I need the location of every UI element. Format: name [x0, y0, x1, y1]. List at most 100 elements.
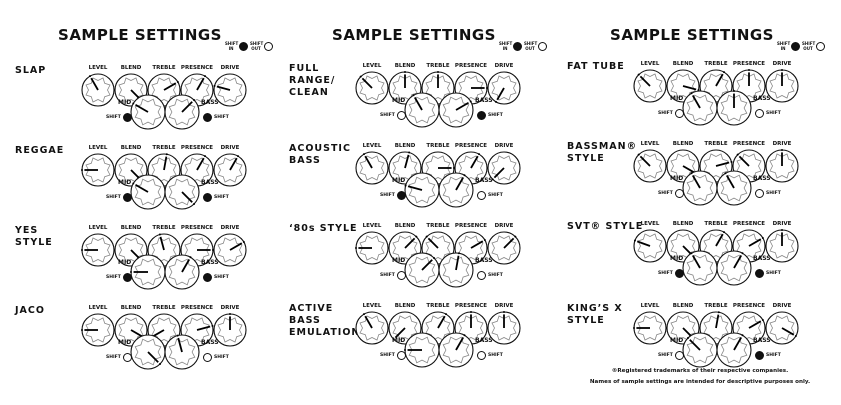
knob-position-dot [425, 235, 428, 238]
bass-knob [164, 174, 200, 210]
knob-position-dot [690, 252, 693, 255]
knob-pointer [455, 101, 469, 111]
mid-label: MID [392, 337, 406, 344]
trademark-note: ®Registered trademarks of their respecti… [611, 368, 789, 374]
knob-pointer [470, 155, 479, 169]
mid-shift-indicator: SHIFT [658, 351, 684, 360]
shift-out-dot [264, 41, 273, 51]
knob-pointer [725, 175, 735, 189]
knob-panel [81, 313, 247, 370]
shift-label: SHIFT [488, 193, 503, 198]
knob-pointer [147, 351, 159, 363]
knob-pointer [639, 155, 651, 167]
mid-label: MID [118, 99, 132, 106]
shift-label: SHIFT [214, 195, 229, 200]
knob-label: LEVEL [640, 141, 660, 147]
knob-pointer [682, 165, 696, 174]
mid-shift-dot [396, 351, 406, 360]
knob-label: PRESENCE [454, 223, 488, 229]
mid-label: MID [670, 255, 684, 262]
knob-position-dot [723, 71, 725, 74]
knob-pointer [181, 101, 193, 113]
knob-panel [355, 71, 521, 128]
knob-panel [633, 311, 799, 368]
knob-position-dot [213, 84, 216, 87]
knob-label: TREBLE [704, 61, 728, 67]
knob-grip [686, 336, 714, 364]
knob-pointer [181, 259, 191, 273]
shift-in-dot [791, 41, 800, 51]
knob-grip [425, 155, 451, 181]
mid-shift-dot [674, 109, 684, 118]
knob-label: DRIVE [772, 141, 792, 147]
level-knob [355, 151, 389, 185]
level-knob [355, 71, 389, 105]
knob-grip [392, 75, 418, 101]
knob-pointer [493, 167, 505, 179]
knob-position-dot [193, 98, 196, 101]
knob-pointer [715, 233, 724, 247]
knob-position-dot [637, 153, 640, 156]
knob-position-dot [690, 172, 693, 175]
knob-grip [637, 233, 663, 259]
knob-position-dot [483, 239, 486, 241]
knob-pointer [748, 320, 762, 329]
level-knob [633, 229, 667, 263]
mid-shift-indicator: SHIFT [658, 109, 684, 118]
knob-pointer [496, 87, 505, 101]
bass-knob [438, 92, 474, 128]
mid-shift-indicator: SHIFT [106, 113, 132, 122]
knob-label: BLEND [672, 221, 694, 227]
knob-grip [670, 73, 696, 99]
shift-label: SHIFT [658, 111, 673, 116]
mid-label: MID [392, 257, 406, 264]
knob-pointer [781, 327, 795, 336]
knob-label: TREBLE [426, 303, 450, 309]
knob-position-dot [445, 313, 447, 316]
mid-shift-dot [674, 189, 684, 198]
knob-position-dot [363, 153, 365, 156]
knob-pointer [229, 157, 238, 171]
knob-grip [686, 94, 714, 122]
bass-shift-dot [477, 191, 486, 200]
knob-label: PRESENCE [732, 303, 766, 309]
knob-panel [355, 311, 521, 368]
knob-grip [168, 178, 196, 206]
bass-shift-dot [203, 113, 212, 122]
knob-position-dot [363, 313, 365, 316]
mid-knob [130, 94, 166, 130]
shift-label: SHIFT [658, 191, 673, 196]
knob-position-dot [781, 149, 783, 151]
knob-position-dot [463, 334, 466, 337]
knob-grip [458, 155, 484, 181]
bass-shift-dot [477, 351, 486, 360]
knob-label: BLEND [120, 145, 142, 151]
knob-pointer [691, 175, 701, 189]
knob-pointer [229, 242, 243, 251]
knob-position-dot [478, 153, 480, 156]
mid-knob [682, 170, 718, 206]
knob-pointer [636, 240, 651, 247]
knob-label: DRIVE [220, 145, 240, 151]
knob-position-dot [633, 239, 636, 242]
mid-knob [404, 332, 440, 368]
shift-label: SHIFT [380, 273, 395, 278]
shift-label: SHIFT [380, 193, 395, 198]
knob-grip [442, 336, 470, 364]
preset-name: BASSMAN® STYLE [567, 141, 638, 164]
shift-label: SHIFT [380, 113, 395, 118]
bass-label: BASS [475, 257, 493, 264]
bass-shift-dot [203, 273, 212, 282]
knob-grip [168, 258, 196, 286]
knob-pointer [639, 75, 651, 87]
shift-in-dot [513, 41, 522, 51]
knob-grip [392, 155, 418, 181]
knob-panel [81, 73, 247, 130]
knob-pointer [177, 337, 183, 353]
knob-position-dot [415, 235, 418, 238]
